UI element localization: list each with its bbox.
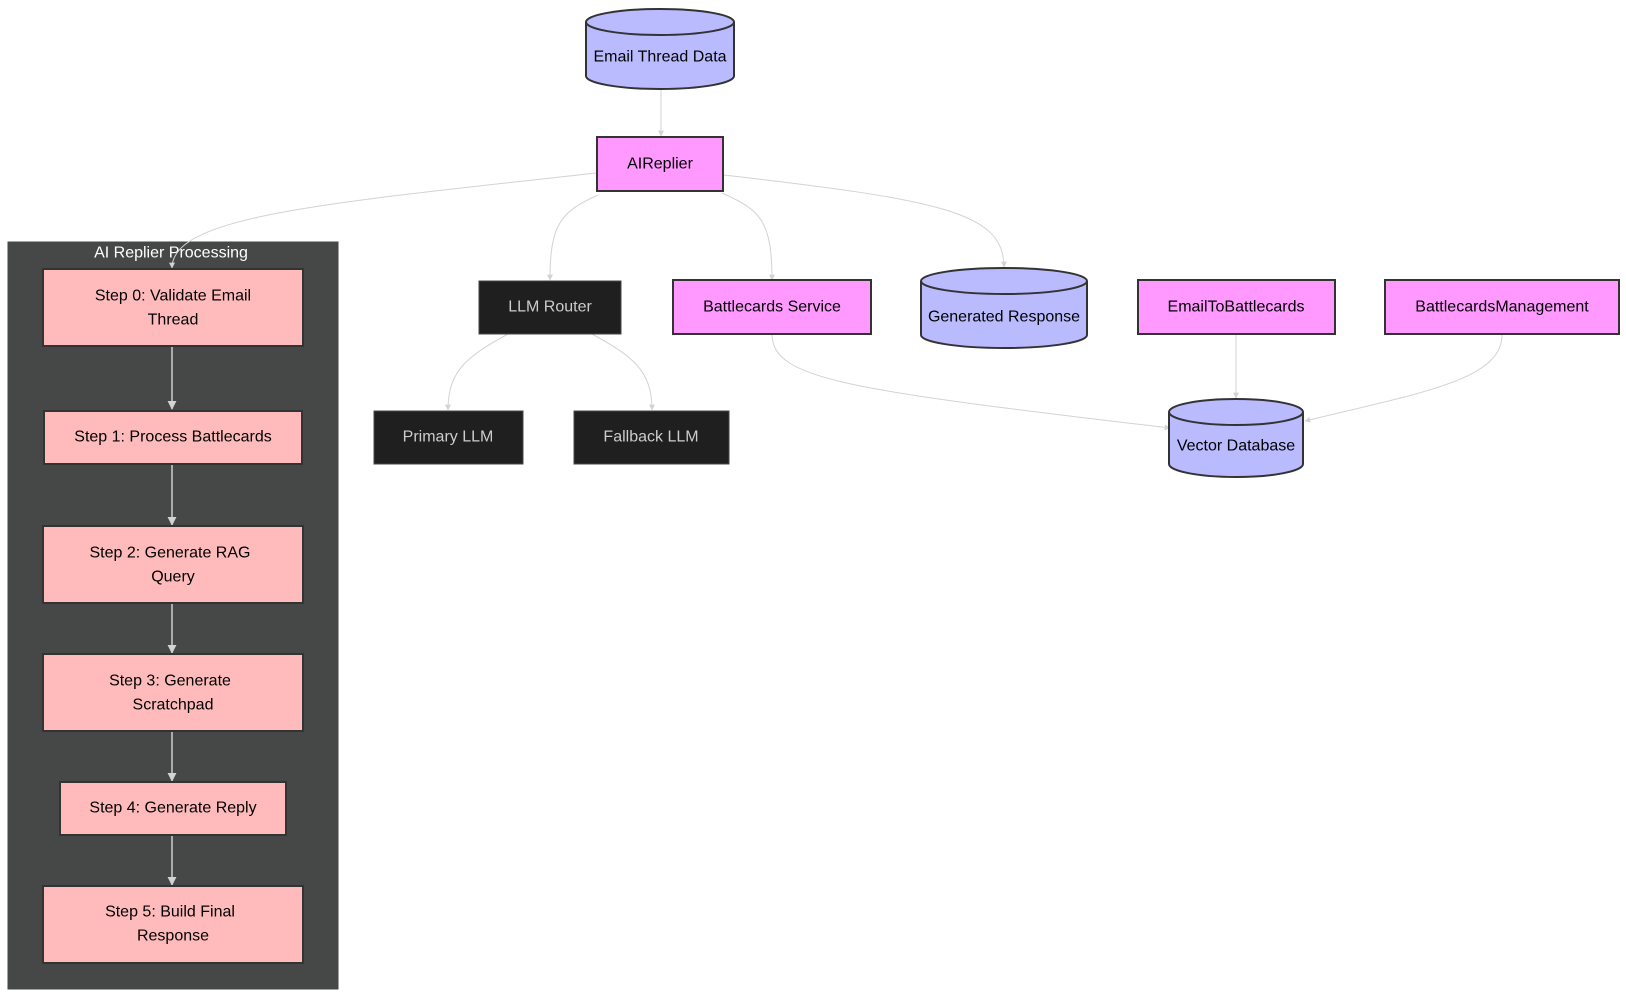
node-step3-label-line1: Step 3: Generate — [109, 673, 231, 690]
node-step0-label-line2: Thread — [148, 312, 199, 329]
edge-aireplier-to-generated-response — [723, 174, 1007, 268]
node-step0[interactable]: Step 0: Validate Email Thread — [42, 268, 304, 347]
subgraph-title: AI Replier Processing — [94, 245, 248, 262]
node-battlecards-management[interactable]: BattlecardsManagement — [1384, 279, 1620, 335]
node-step2-label-line2: Query — [151, 569, 195, 586]
node-primary-llm[interactable]: Primary LLM — [373, 410, 524, 465]
db-generated-response[interactable]: Generated Response — [920, 267, 1088, 349]
db-vector-database[interactable]: Vector Database — [1168, 398, 1304, 478]
edge-battlecards-service-to-vector-database — [771, 333, 1171, 431]
node-aireplier[interactable]: AIReplier — [596, 136, 724, 192]
node-step5-label-line1: Step 5: Build Final — [105, 904, 235, 921]
node-step2[interactable]: Step 2: Generate RAG Query — [42, 525, 304, 604]
edge-aireplier-to-battlecards-service — [721, 192, 775, 281]
subgraph-ai-replier-processing: AI Replier Processing — [7, 241, 339, 990]
edge-battlecards-management-to-vector-database — [1304, 334, 1503, 423]
node-step1-label: Step 1: Process Battlecards — [74, 429, 271, 446]
node-step2-label-line1: Step 2: Generate RAG — [90, 545, 251, 562]
db-generated-response-label: Generated Response — [928, 309, 1080, 326]
node-step4[interactable]: Step 4: Generate Reply — [59, 781, 287, 836]
db-email-thread-data[interactable]: Email Thread Data — [585, 8, 735, 90]
node-step0-label-line1: Step 0: Validate Email — [95, 288, 251, 305]
edge-llm-router-to-primary-llm — [445, 333, 509, 411]
db-email-thread-data-label: Email Thread Data — [593, 49, 726, 66]
node-battlecards-service[interactable]: Battlecards Service — [672, 279, 872, 335]
edges — [167, 89, 1503, 886]
node-battlecards-management-label: BattlecardsManagement — [1415, 299, 1589, 316]
node-fallback-llm-label: Fallback LLM — [603, 429, 698, 446]
node-step4-label: Step 4: Generate Reply — [89, 800, 256, 817]
node-step3[interactable]: Step 3: Generate Scratchpad — [42, 653, 304, 732]
node-step3-label-line2: Scratchpad — [133, 697, 214, 714]
node-step1[interactable]: Step 1: Process Battlecards — [43, 410, 303, 465]
node-fallback-llm[interactable]: Fallback LLM — [573, 410, 730, 465]
node-llm-router[interactable]: LLM Router — [478, 280, 622, 335]
node-email-to-battlecards-label: EmailToBattlecards — [1168, 299, 1305, 316]
node-step5[interactable]: Step 5: Build Final Response — [42, 885, 304, 964]
edge-aireplier-to-step0 — [169, 172, 597, 269]
db-vector-database-label: Vector Database — [1177, 438, 1295, 455]
node-email-to-battlecards[interactable]: EmailToBattlecards — [1137, 279, 1336, 335]
edge-llm-router-to-fallback-llm — [591, 333, 655, 411]
node-step5-label-line2: Response — [137, 928, 209, 945]
node-primary-llm-label: Primary LLM — [403, 429, 494, 446]
node-battlecards-service-label: Battlecards Service — [703, 299, 841, 316]
node-aireplier-label: AIReplier — [627, 156, 693, 173]
node-llm-router-label: LLM Router — [508, 299, 592, 316]
edge-aireplier-to-llm-router — [547, 194, 599, 281]
